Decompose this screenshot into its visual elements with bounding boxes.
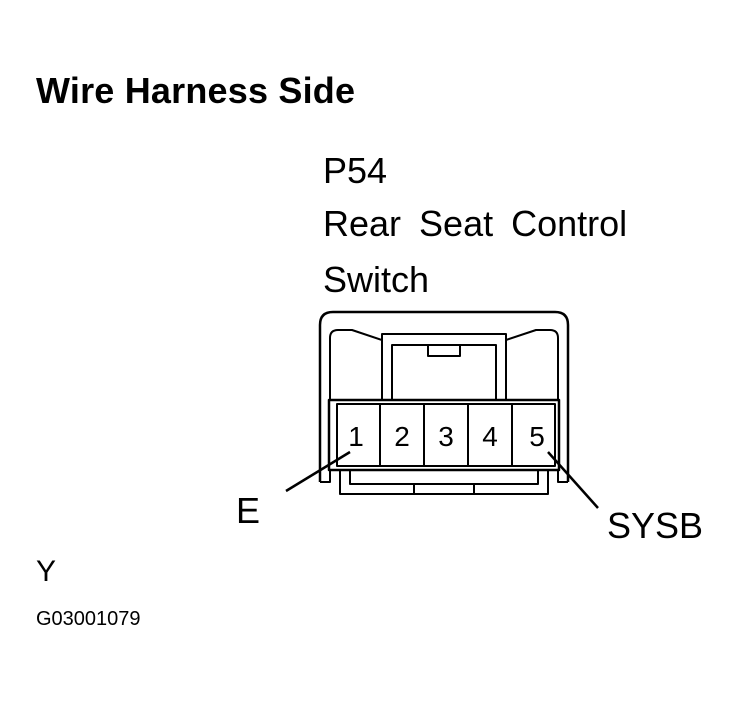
pin-cell-5 [511, 403, 556, 467]
connector-code: P54 [323, 150, 388, 191]
lock-tab [391, 344, 497, 400]
terminal-label-e: E [236, 490, 261, 531]
page-title: Wire Harness Side [36, 70, 356, 111]
pin-number-3: 3 [438, 421, 454, 452]
leader-line-e [285, 450, 351, 493]
pin-number-5: 5 [529, 421, 545, 452]
pin-row-frame [327, 398, 561, 472]
terminal-label-sysb: SYSB [607, 505, 704, 546]
pin-number-1: 1 [348, 421, 364, 452]
connector-color-label: Y [36, 555, 57, 588]
connector-name-line1: Rear Seat Control [323, 203, 628, 244]
connector-skirt [320, 470, 331, 483]
pin-number-2: 2 [394, 421, 410, 452]
leader-line-sysb [547, 451, 599, 509]
connector-name-line2: Switch [323, 259, 430, 300]
connector-housing [318, 310, 570, 482]
connector-inner-frame [329, 329, 383, 400]
figure-code: G03001079 [36, 608, 141, 630]
pin-number-4: 4 [482, 421, 498, 452]
